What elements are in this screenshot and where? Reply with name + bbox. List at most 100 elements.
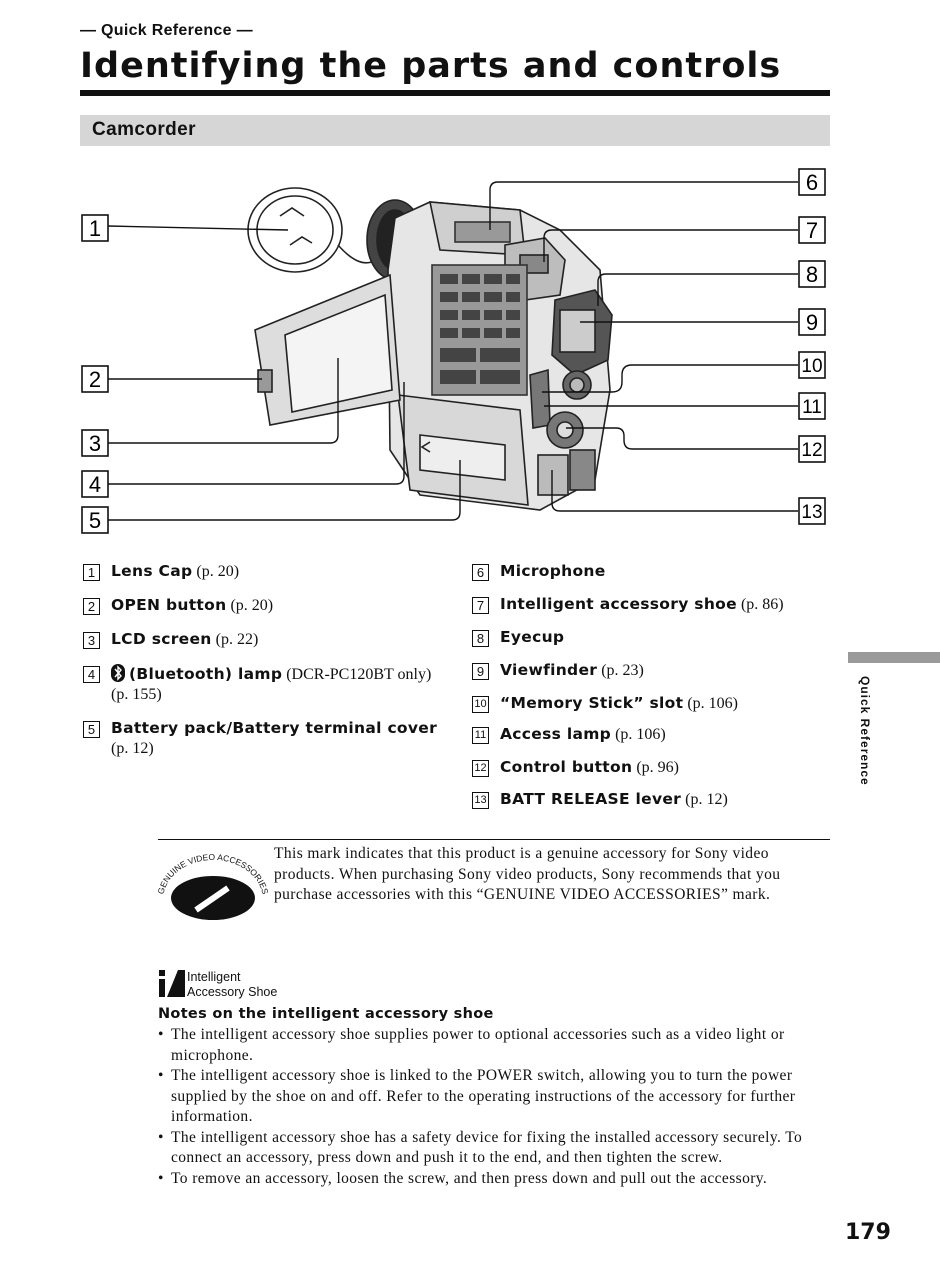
part-name: Lens Cap <box>111 562 193 580</box>
camcorder-illustration <box>247 187 613 511</box>
part-number: 4 <box>83 666 100 683</box>
part-number: 8 <box>472 630 489 647</box>
camcorder-diagram: 1 2 3 4 5 6 7 8 9 10 11 12 13 <box>81 168 826 534</box>
svg-text:10: 10 <box>801 356 822 377</box>
part-item-lcd-screen: 3 LCD screen (p. 22) <box>83 630 443 650</box>
title-rule <box>80 90 830 96</box>
svg-text:12: 12 <box>801 440 822 461</box>
note-item: The intelligent accessory shoe supplies … <box>158 1025 833 1066</box>
part-name: OPEN button <box>111 596 227 614</box>
part-number: 10 <box>472 696 489 713</box>
section-kicker: — Quick Reference — <box>80 22 253 39</box>
svg-text:1: 1 <box>89 216 101 241</box>
part-item-memory-stick-slot: 10“Memory Stick” slot (p. 106) <box>472 694 832 714</box>
part-ref: (DCR-PC120BT only) (p. 155) <box>111 666 432 703</box>
part-number: 5 <box>83 721 100 738</box>
part-ref: (p. 20) <box>226 597 274 614</box>
svg-text:11: 11 <box>802 397 822 418</box>
callout-boxes: 1 2 3 4 5 6 7 8 9 10 11 12 13 <box>81 168 826 534</box>
callout-leaders <box>107 181 798 521</box>
page-title: Identifying the parts and controls <box>80 46 782 86</box>
page-number: 179 <box>845 1220 891 1245</box>
callout-10: 10 <box>798 351 826 379</box>
part-name: Access lamp <box>500 725 612 743</box>
notes-heading: Notes on the intelligent accessory shoe <box>158 1006 494 1022</box>
callout-3: 3 <box>81 429 109 457</box>
part-item-bluetooth-lamp: 4 (Bluetooth) lamp (DCR-PC120BT only) (p.… <box>83 664 443 705</box>
side-tab-label: Quick Reference <box>858 676 872 786</box>
part-ref: (p. 23) <box>597 662 644 679</box>
svg-text:13: 13 <box>801 502 822 523</box>
genuine-accessories-logo: GENUINE VIDEO ACCESSORIES <box>158 852 268 920</box>
part-number: 1 <box>83 564 100 581</box>
callout-4: 4 <box>81 470 109 498</box>
svg-text:2: 2 <box>89 367 101 392</box>
part-ref: (p. 20) <box>192 563 240 580</box>
part-ref: (p. 86) <box>736 596 784 613</box>
callout-11: 11 <box>798 392 826 420</box>
part-name: Intelligent accessory shoe <box>500 595 737 613</box>
callout-9: 9 <box>798 308 826 336</box>
intelligent-mark-line1: Intelligent <box>187 970 241 984</box>
part-number: 11 <box>472 727 489 744</box>
part-name: LCD screen <box>111 630 212 648</box>
part-item-eyecup: 8 Eyecup <box>472 628 832 648</box>
callout-1: 1 <box>81 214 109 242</box>
part-name: Eyecup <box>500 628 565 646</box>
intelligent-shoe-icon <box>159 970 185 997</box>
note-item: The intelligent accessory shoe has a saf… <box>158 1128 833 1169</box>
part-number: 2 <box>83 598 100 615</box>
part-number: 3 <box>83 632 100 649</box>
parts-list-left: 1 Lens Cap (p. 20) 2 OPEN button (p. 20) 3… <box>83 562 443 759</box>
notes-list: The intelligent accessory shoe supplies … <box>158 1025 833 1189</box>
callout-7: 7 <box>798 216 826 244</box>
callout-6: 6 <box>798 168 826 196</box>
part-item-accessory-shoe: 7 Intelligent accessory shoe (p. 86) <box>472 595 832 615</box>
svg-text:6: 6 <box>806 170 818 195</box>
part-item-lens-cap: 1 Lens Cap (p. 20) <box>83 562 443 582</box>
note-item: To remove an accessory, loosen the screw… <box>158 1169 833 1190</box>
part-item-viewfinder: 9 Viewfinder (p. 23) <box>472 661 832 681</box>
part-number: 12 <box>472 760 489 777</box>
part-number: 9 <box>472 663 489 680</box>
notes-divider <box>158 839 830 840</box>
callout-8: 8 <box>798 260 826 288</box>
part-name: (Bluetooth) lamp <box>129 665 283 683</box>
part-ref: (p. 106) <box>683 695 738 712</box>
callout-13: 13 <box>798 497 826 525</box>
part-ref: (p. 22) <box>211 631 259 648</box>
part-name: BATT RELEASE lever <box>500 790 682 808</box>
svg-text:8: 8 <box>806 262 818 287</box>
part-number: 13 <box>472 792 489 809</box>
parts-list-right: 6 Microphone 7 Intelligent accessory shoe … <box>472 562 832 810</box>
part-item-access-lamp: 11 Access lamp (p. 106) <box>472 725 832 745</box>
part-name: Viewfinder <box>500 661 598 679</box>
section-title: Camcorder <box>92 119 196 140</box>
part-ref: (p. 12) <box>681 791 728 808</box>
svg-text:9: 9 <box>806 310 818 335</box>
part-name: Control button <box>500 758 633 776</box>
svg-text:7: 7 <box>806 218 818 243</box>
part-item-open-button: 2 OPEN button (p. 20) <box>83 596 443 616</box>
svg-text:3: 3 <box>89 431 101 456</box>
bluetooth-icon <box>111 664 125 682</box>
svg-text:4: 4 <box>89 472 101 497</box>
genuine-description: This mark indicates that this product is… <box>274 845 781 903</box>
part-item-batt-release-lever: 13 BATT RELEASE lever (p. 12) <box>472 790 832 810</box>
part-name: Microphone <box>500 562 606 580</box>
part-ref: (p. 106) <box>611 726 666 743</box>
part-number: 6 <box>472 564 489 581</box>
part-number: 7 <box>472 597 489 614</box>
part-item-microphone: 6 Microphone <box>472 562 832 582</box>
callout-12: 12 <box>798 435 826 463</box>
svg-text:5: 5 <box>89 508 101 533</box>
callout-5: 5 <box>81 506 109 534</box>
side-tab-bar <box>848 652 940 663</box>
part-ref: (p. 12) <box>111 740 154 757</box>
intelligent-mark-line2: Accessory Shoe <box>187 985 278 999</box>
section-bar: Camcorder <box>80 115 830 146</box>
part-item-battery-pack: 5 Battery pack/Battery terminal cover (p.… <box>83 719 443 759</box>
callout-2: 2 <box>81 365 109 393</box>
part-name: Battery pack/Battery terminal cover <box>111 719 438 737</box>
